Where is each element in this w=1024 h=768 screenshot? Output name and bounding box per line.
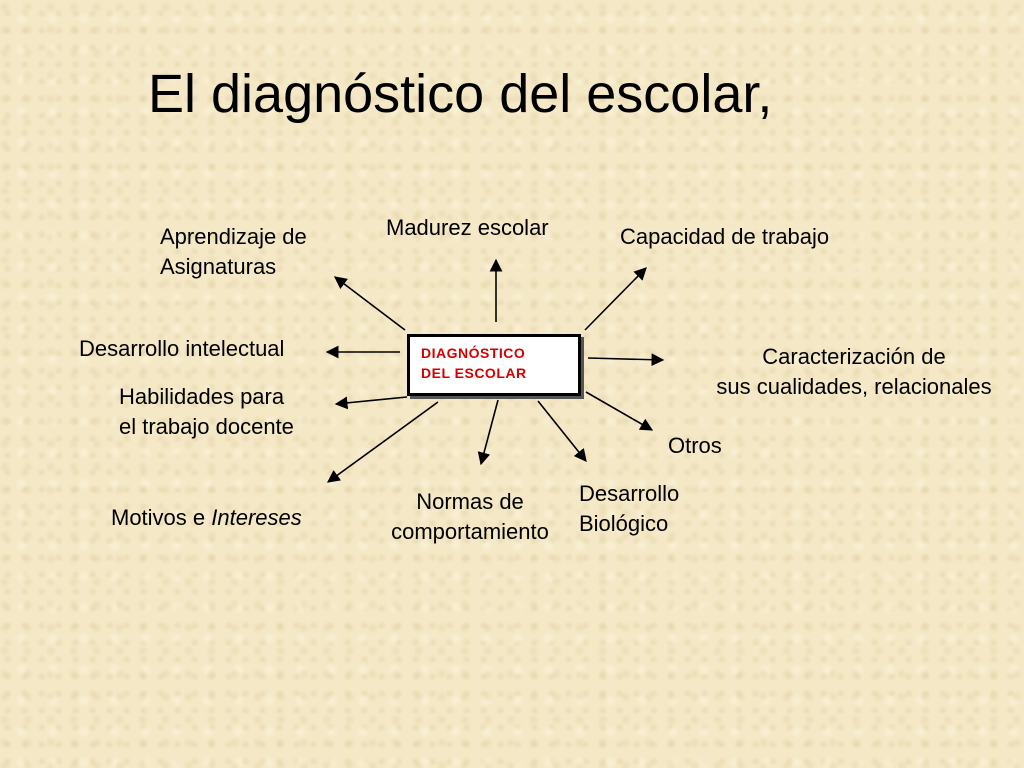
node-capacidad-line-1: Capacidad de trabajo [620,224,830,249]
slide-title: El diagnóstico del escolar, [148,64,773,124]
node-desarrollo-biologico: Desarrollo Biológico [579,479,679,539]
node-caracterizacion-line-2: sus cualidades, relacionales [716,374,992,399]
node-normas: Normas de comportamiento [376,487,564,547]
node-madurez-line-1: Madurez escolar [386,215,549,240]
node-caracterizacion-line-1: Caracterización de [762,344,946,369]
arrow-aprendizaje [333,276,406,331]
arrow-capacidad [584,267,647,331]
node-motivos-italic: Intereses [211,505,302,530]
arrow-desarrollo-biologico [537,400,587,462]
node-motivos-plain: Motivos e [111,505,212,530]
node-motivos: Motivos e Intereses [111,503,302,533]
node-otros-line-1: Otros [668,433,722,458]
node-aprendizaje-line-1: Aprendizaje de [160,224,307,249]
node-habilidades-line-1: Habilidades para [119,384,285,409]
node-normas-line-1: Normas de [416,489,524,514]
arrow-habilidades [334,396,408,410]
node-otros: Otros [668,431,722,461]
node-habilidades-line-2: el trabajo docente [119,414,294,439]
node-habilidades: Habilidades para el trabajo docente [119,382,294,442]
node-aprendizaje-line-2: Asignaturas [160,254,277,279]
node-desarrollo-intelectual: Desarrollo intelectual [79,334,284,364]
arrow-normas [477,399,499,466]
arrow-motivos [326,401,439,483]
arrow-caracterizacion [587,353,665,367]
center-line-1: DIAGNÓSTICO [421,345,526,361]
node-capacidad: Capacidad de trabajo [620,222,829,252]
node-aprendizaje: Aprendizaje de Asignaturas [160,222,307,282]
node-caracterizacion: Caracterización de sus cualidades, relac… [694,342,1014,402]
node-madurez: Madurez escolar [386,213,549,243]
node-desarrollo-biologico-line-1: Desarrollo [579,481,680,506]
center-node-diagnostico: DIAGNÓSTICO DEL ESCOLAR [407,334,581,396]
arrow-otros [585,391,654,431]
node-desarrollo-intelectual-line-1: Desarrollo intelectual [79,336,285,361]
node-desarrollo-biologico-line-2: Biológico [579,511,669,536]
center-line-2: DEL ESCOLAR [421,365,527,381]
node-normas-line-2: comportamiento [391,519,549,544]
